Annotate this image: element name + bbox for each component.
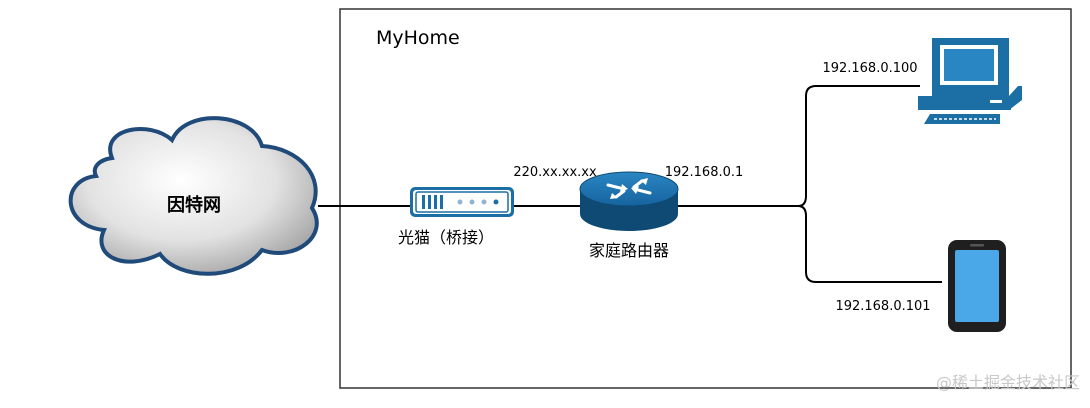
router-label: 家庭路由器	[589, 241, 669, 260]
phone-ip: 192.168.0.101	[835, 299, 930, 314]
router-icon	[579, 171, 679, 231]
cloud-label: 因特网	[167, 194, 221, 216]
link-to-phone	[797, 205, 942, 283]
desktop-computer-icon	[918, 38, 1022, 124]
modem-label: 光猫（桥接）	[398, 228, 494, 247]
smartphone-icon	[948, 240, 1006, 332]
watermark-text: @稀土掘金技术社区	[936, 373, 1080, 392]
modem-icon	[410, 187, 514, 217]
home-title: MyHome	[376, 27, 460, 49]
link-to-desktop	[797, 85, 920, 207]
internet-cloud-icon	[68, 116, 319, 276]
desktop-ip: 192.168.0.100	[822, 61, 917, 76]
router-lan-ip: 192.168.0.1	[665, 165, 744, 180]
connections	[318, 85, 942, 283]
router-wan-ip: 220.xx.xx.xx	[513, 165, 597, 180]
home-boundary	[339, 8, 1072, 389]
